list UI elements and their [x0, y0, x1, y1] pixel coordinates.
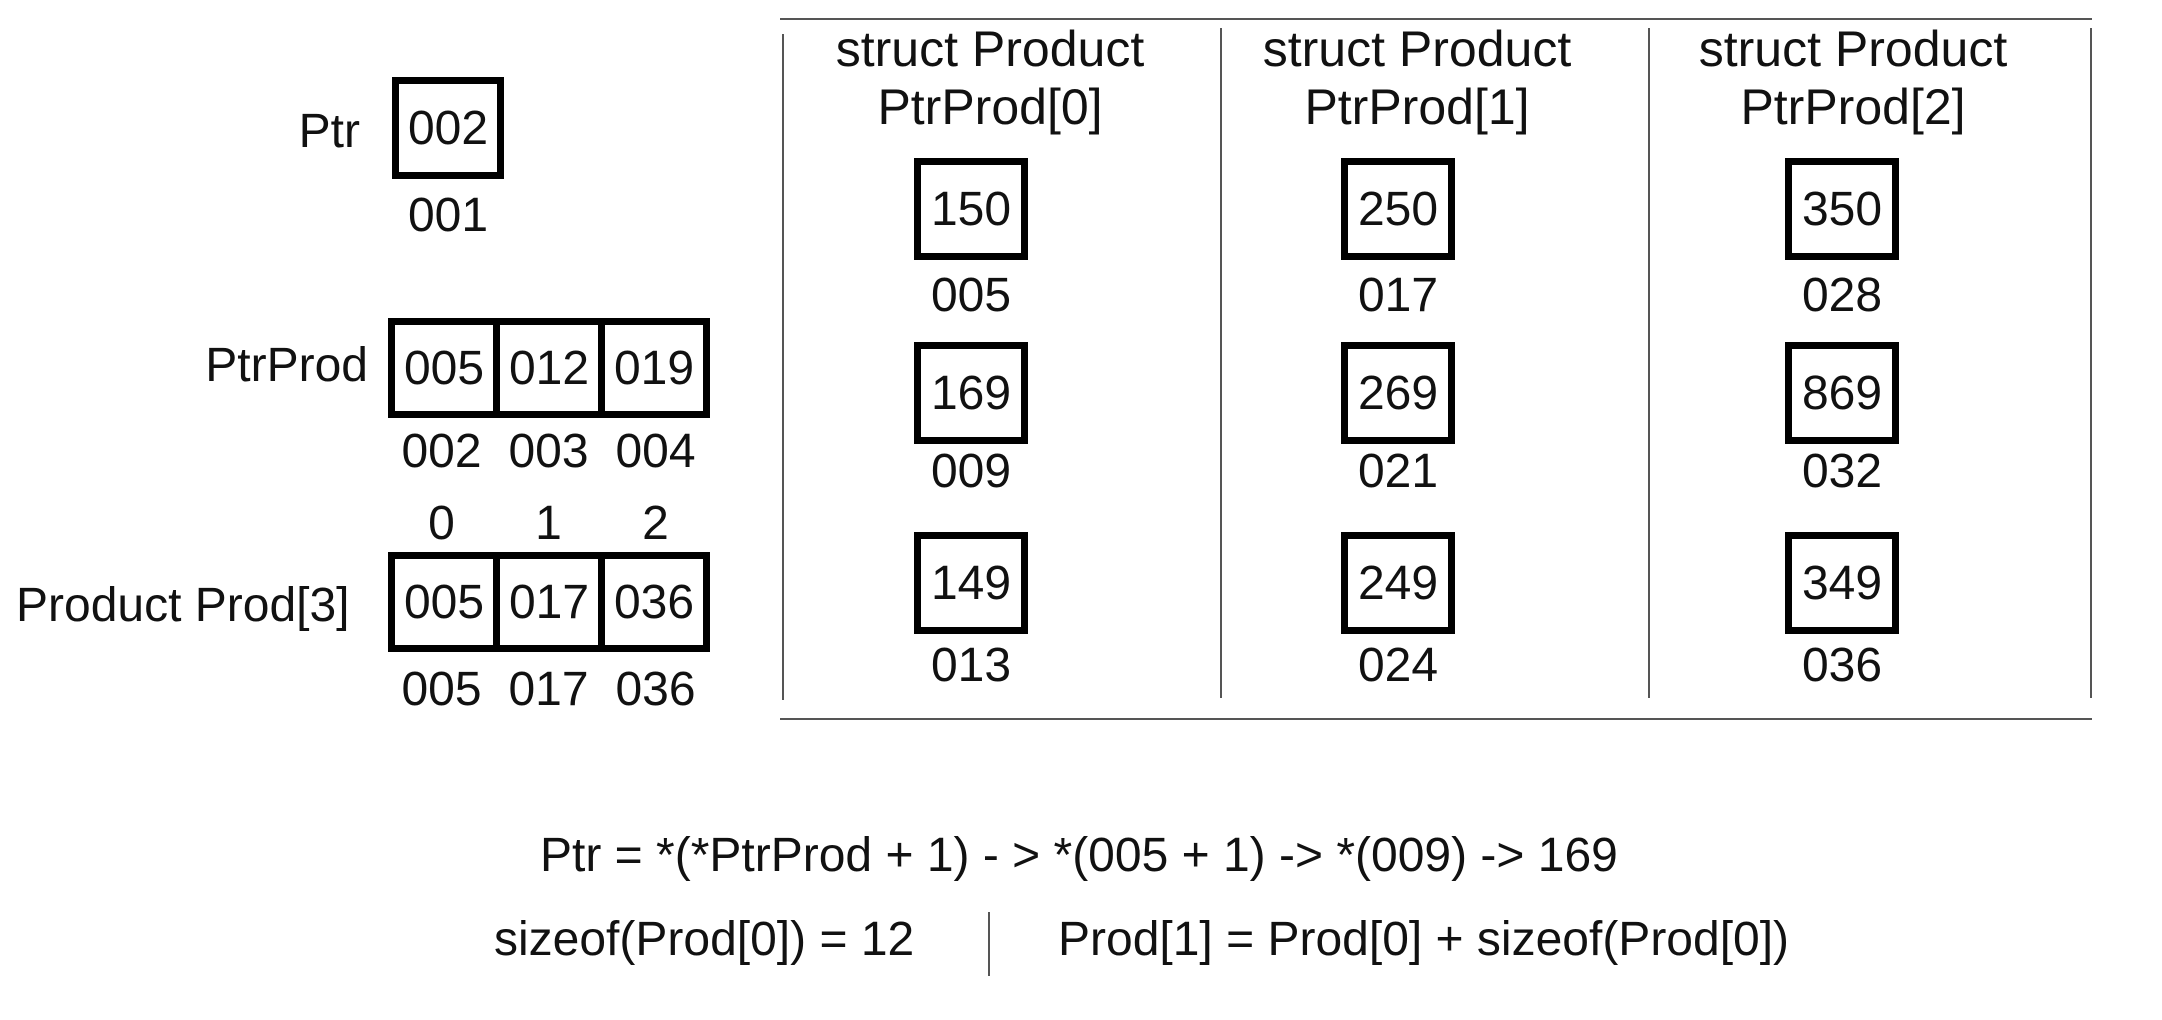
struct-field-address: 009 — [930, 445, 1012, 498]
prod-address: 005 — [401, 663, 482, 716]
struct-column-header: struct Product PtrProd[2] — [1643, 20, 2063, 136]
ptrprod-cell: 012 — [493, 325, 598, 411]
struct-type-label: struct Product — [835, 21, 1145, 77]
ptrprod-cell: 019 — [598, 325, 703, 411]
ptrprod-address: 003 — [508, 425, 589, 478]
prod-cell: 036 — [598, 559, 703, 645]
ptr-label: Ptr — [298, 105, 360, 158]
struct-field-box: 169 — [914, 342, 1028, 444]
struct-name-label: PtrProd[1] — [1304, 79, 1530, 135]
prod-label: Product Prod[3] — [16, 579, 350, 632]
ptrprod-array: 005 012 019 — [388, 318, 710, 418]
ptrprod-address: 004 — [615, 425, 696, 478]
struct-name-label: PtrProd[2] — [1740, 79, 1966, 135]
formula-sizeof: sizeof(Prod[0]) = 12 — [494, 913, 915, 966]
struct-table-divider — [782, 34, 784, 700]
struct-name-label: PtrProd[0] — [877, 79, 1103, 135]
struct-field-box: 250 — [1341, 158, 1455, 260]
struct-table-divider — [2090, 28, 2092, 698]
struct-field-address: 021 — [1357, 445, 1439, 498]
formula-divider — [988, 912, 990, 976]
struct-field-address: 013 — [930, 639, 1012, 692]
struct-column-header: struct Product PtrProd[0] — [780, 20, 1200, 136]
struct-field-address: 005 — [930, 269, 1012, 322]
struct-field-box: 269 — [1341, 342, 1455, 444]
prod-address: 017 — [508, 663, 589, 716]
struct-type-label: struct Product — [1698, 21, 2008, 77]
formula-pointer-deref: Ptr = *(*PtrProd + 1) - > *(005 + 1) -> … — [540, 829, 1618, 882]
struct-table-divider — [1220, 28, 1222, 698]
struct-column-header: struct Product PtrProd[1] — [1207, 20, 1627, 136]
prod-cell: 017 — [493, 559, 598, 645]
struct-field-box: 149 — [914, 532, 1028, 634]
struct-type-label: struct Product — [1262, 21, 1572, 77]
ptr-address: 001 — [407, 189, 489, 242]
prod-index: 2 — [642, 497, 669, 550]
struct-field-address: 024 — [1357, 639, 1439, 692]
struct-field-box: 349 — [1785, 532, 1899, 634]
struct-table-divider — [1648, 28, 1650, 698]
prod-index: 1 — [535, 497, 562, 550]
struct-table-bottom-border — [780, 718, 2092, 720]
struct-field-box: 249 — [1341, 532, 1455, 634]
struct-table-top-border — [780, 18, 2092, 20]
ptr-value-box: 002 — [392, 77, 504, 179]
struct-field-address: 017 — [1357, 269, 1439, 322]
struct-field-address: 028 — [1801, 269, 1883, 322]
struct-field-box: 869 — [1785, 342, 1899, 444]
struct-field-address: 036 — [1801, 639, 1883, 692]
prod-index: 0 — [428, 497, 455, 550]
prod-array: 005 017 036 — [388, 552, 710, 652]
prod-address: 036 — [615, 663, 696, 716]
struct-field-box: 150 — [914, 158, 1028, 260]
formula-prod-offset: Prod[1] = Prod[0] + sizeof(Prod[0]) — [1058, 913, 1790, 966]
prod-cell: 005 — [403, 575, 485, 629]
struct-field-box: 350 — [1785, 158, 1899, 260]
ptrprod-address: 002 — [401, 425, 482, 478]
ptrprod-label: PtrProd — [205, 339, 368, 392]
ptrprod-cell: 005 — [403, 341, 485, 395]
struct-field-address: 032 — [1801, 445, 1883, 498]
